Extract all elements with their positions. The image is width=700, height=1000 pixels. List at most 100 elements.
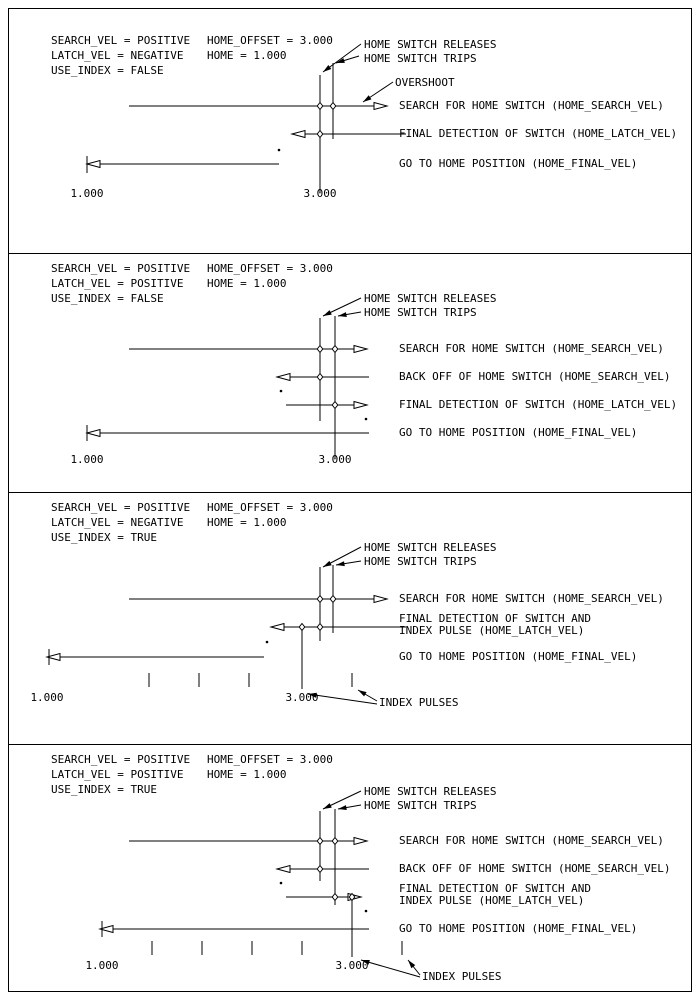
setting-use-index: USE_INDEX = FALSE	[51, 64, 164, 77]
latch-move: FINAL DETECTION OF SWITCH AND INDEX PULS…	[286, 882, 591, 907]
releases-leader-arrow	[322, 297, 362, 317]
setting-search-vel: SEARCH_VEL = POSITIVE	[51, 262, 190, 275]
setting-use-index: USE_INDEX = TRUE	[51, 783, 157, 796]
setting-latch-vel: LATCH_VEL = NEGATIVE	[51, 516, 183, 529]
setting-use-index: USE_INDEX = FALSE	[51, 292, 164, 305]
crossing-diamond	[298, 622, 306, 632]
final-move: GO TO HOME POSITION (HOME_FINAL_VEL)	[49, 649, 637, 665]
trips-leader-arrow	[337, 311, 362, 318]
index-pulses-callout: INDEX PULSES	[307, 689, 458, 709]
search-move: SEARCH FOR HOME SWITCH (HOME_SEARCH_VEL)	[129, 592, 664, 605]
search-move: SEARCH FOR HOME SWITCH (HOME_SEARCH_VEL)	[129, 99, 664, 112]
crossing-diamond	[331, 344, 339, 354]
callout-home-switch-releases: HOME SWITCH RELEASES	[364, 292, 496, 305]
crossing-diamond	[331, 400, 339, 410]
crossing-diamond	[316, 372, 324, 382]
panel-4-drawing: SEARCH_VEL = POSITIVE HOME_OFFSET = 3.00…	[51, 753, 671, 983]
setting-latch-vel: LATCH_VEL = NEGATIVE	[51, 49, 183, 62]
latch-move: FINAL DETECTION OF SWITCH (HOME_LATCH_VE…	[286, 398, 677, 411]
crossing-diamond	[316, 344, 324, 354]
move-label-final: GO TO HOME POSITION (HOME_FINAL_VEL)	[399, 922, 637, 935]
final-move: GO TO HOME POSITION (HOME_FINAL_VEL)	[87, 425, 637, 441]
axis-label-home: 1.000	[85, 959, 118, 972]
crossing-diamond	[316, 864, 324, 874]
position-dot	[279, 389, 283, 393]
latch-move: FINAL DETECTION OF SWITCH AND INDEX PULS…	[284, 612, 591, 637]
final-move: GO TO HOME POSITION (HOME_FINAL_VEL)	[87, 156, 637, 173]
setting-search-vel: SEARCH_VEL = POSITIVE	[51, 753, 190, 766]
position-dot	[277, 148, 281, 152]
settings-block: SEARCH_VEL = POSITIVE HOME_OFFSET = 3.00…	[51, 501, 333, 544]
move-label-latch-line2: INDEX PULSE (HOME_LATCH_VEL)	[399, 624, 584, 637]
settings-block: SEARCH_VEL = POSITIVE HOME_OFFSET = 3.00…	[51, 34, 333, 77]
final-move: GO TO HOME POSITION (HOME_FINAL_VEL)	[102, 921, 637, 937]
trips-leader-arrow	[335, 560, 362, 567]
move-label-latch-line1: FINAL DETECTION OF SWITCH AND	[399, 612, 591, 625]
move-label-search: SEARCH FOR HOME SWITCH (HOME_SEARCH_VEL)	[399, 834, 664, 847]
index-leader-arrow	[307, 692, 378, 705]
panel-1-latch-negative-no-index: SEARCH_VEL = POSITIVE HOME_OFFSET = 3.00…	[9, 9, 691, 254]
index-pulses-label: INDEX PULSES	[379, 696, 458, 709]
setting-home-offset: HOME_OFFSET = 3.000	[207, 501, 333, 514]
setting-latch-vel: LATCH_VEL = POSITIVE	[51, 768, 183, 781]
index-pulses-label: INDEX PULSES	[422, 970, 501, 983]
axis-label-home: 1.000	[30, 691, 63, 704]
index-leader-arrow	[407, 959, 421, 976]
setting-home-offset: HOME_OFFSET = 3.000	[207, 753, 333, 766]
trips-leader-arrow	[335, 55, 360, 64]
releases-leader-arrow	[322, 43, 362, 73]
diagram-frame: SEARCH_VEL = POSITIVE HOME_OFFSET = 3.00…	[8, 8, 692, 992]
setting-latch-vel: LATCH_VEL = POSITIVE	[51, 277, 183, 290]
move-label-backoff: BACK OFF OF HOME SWITCH (HOME_SEARCH_VEL…	[399, 862, 671, 875]
crossing-diamond	[316, 594, 324, 604]
callout-home-switch-trips: HOME SWITCH TRIPS	[364, 799, 477, 812]
latch-move: FINAL DETECTION OF SWITCH (HOME_LATCH_VE…	[305, 127, 677, 140]
panel-4-latch-positive-index: SEARCH_VEL = POSITIVE HOME_OFFSET = 3.00…	[9, 745, 691, 991]
setting-home-offset: HOME_OFFSET = 3.000	[207, 34, 333, 47]
setting-home: HOME = 1.000	[207, 277, 286, 290]
index-pulse-ticks	[148, 673, 353, 687]
setting-search-vel: SEARCH_VEL = POSITIVE	[51, 34, 190, 47]
axis-label-home: 1.000	[70, 187, 103, 200]
move-label-search: SEARCH FOR HOME SWITCH (HOME_SEARCH_VEL)	[399, 592, 664, 605]
move-label-search: SEARCH FOR HOME SWITCH (HOME_SEARCH_VEL)	[399, 342, 664, 355]
index-leader-arrow	[360, 959, 421, 978]
move-label-final: GO TO HOME POSITION (HOME_FINAL_VEL)	[399, 650, 637, 663]
switch-callouts: HOME SWITCH RELEASES HOME SWITCH TRIPS	[322, 541, 496, 568]
move-label-latch-line2: INDEX PULSE (HOME_LATCH_VEL)	[399, 894, 584, 907]
axis-label-home: 1.000	[70, 453, 103, 466]
move-label-final: GO TO HOME POSITION (HOME_FINAL_VEL)	[399, 157, 637, 170]
position-dot	[364, 417, 368, 421]
position-dot	[265, 640, 269, 644]
crossing-diamond	[331, 836, 339, 846]
panel-1-drawing: SEARCH_VEL = POSITIVE HOME_OFFSET = 3.00…	[51, 34, 677, 200]
callout-home-switch-trips: HOME SWITCH TRIPS	[364, 555, 477, 568]
setting-use-index: USE_INDEX = TRUE	[51, 531, 157, 544]
callout-overshoot: OVERSHOOT	[395, 76, 455, 89]
releases-leader-arrow	[322, 790, 362, 810]
backoff-move: BACK OFF OF HOME SWITCH (HOME_SEARCH_VEL…	[290, 862, 671, 875]
panel-2-drawing: SEARCH_VEL = POSITIVE HOME_OFFSET = 3.00…	[51, 262, 677, 466]
crossing-diamond	[329, 101, 337, 111]
crossing-diamond	[329, 594, 337, 604]
move-label-latch: FINAL DETECTION OF SWITCH (HOME_LATCH_VE…	[399, 398, 677, 411]
callout-home-switch-releases: HOME SWITCH RELEASES	[364, 38, 496, 51]
callout-home-switch-trips: HOME SWITCH TRIPS	[364, 306, 477, 319]
axis-label-offset: 3.000	[335, 959, 368, 972]
index-leader-arrow	[357, 689, 378, 702]
crossing-diamond	[316, 101, 324, 111]
settings-block: SEARCH_VEL = POSITIVE HOME_OFFSET = 3.00…	[51, 753, 333, 796]
axis-label-offset: 3.000	[318, 453, 351, 466]
overshoot-leader-arrow	[362, 81, 394, 103]
crossing-diamond	[316, 836, 324, 846]
setting-home: HOME = 1.000	[207, 49, 286, 62]
callout-home-switch-releases: HOME SWITCH RELEASES	[364, 785, 496, 798]
panel-3-latch-negative-index: SEARCH_VEL = POSITIVE HOME_OFFSET = 3.00…	[9, 493, 691, 745]
setting-home: HOME = 1.000	[207, 768, 286, 781]
releases-leader-arrow	[322, 546, 362, 568]
crossing-diamond	[348, 892, 356, 902]
axis-label-offset: 3.000	[285, 691, 318, 704]
move-label-latch: FINAL DETECTION OF SWITCH (HOME_LATCH_VE…	[399, 127, 677, 140]
search-move: SEARCH FOR HOME SWITCH (HOME_SEARCH_VEL)	[129, 342, 664, 355]
